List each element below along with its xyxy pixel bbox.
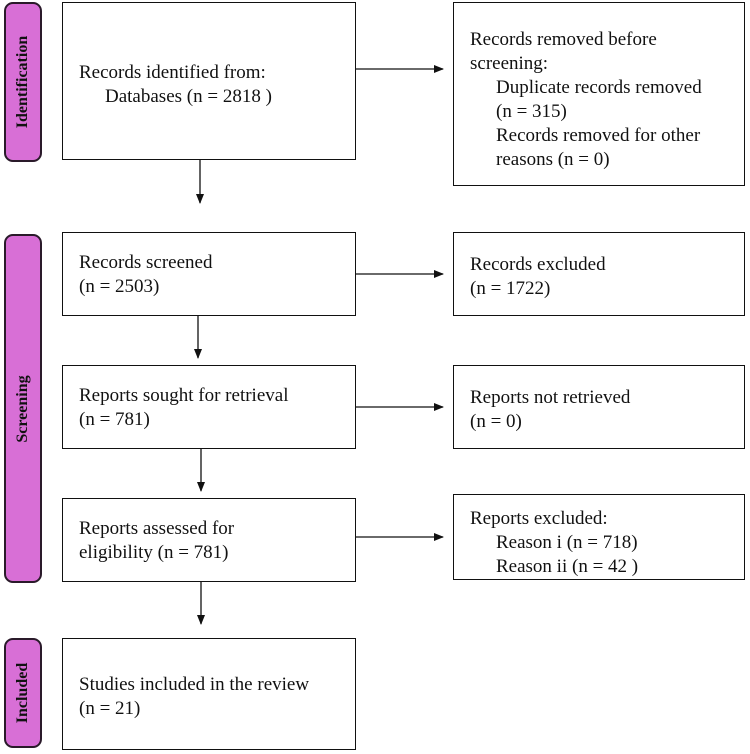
stage-screening: Screening	[4, 234, 42, 583]
records-screened-line2: (n = 2503)	[79, 276, 160, 297]
records-identified-line1: Records identified from:	[79, 62, 266, 83]
reports-not-retrieved-box: Reports not retrieved (n = 0)	[453, 365, 745, 449]
stage-included: Included	[4, 638, 42, 748]
reports-sought-box: Reports sought for retrieval (n = 781)	[62, 365, 356, 449]
reports-not-retrieved-line2: (n = 0)	[470, 411, 522, 432]
records-excluded-line1: Records excluded	[470, 254, 606, 275]
reports-excluded-line2: Reason i (n = 718)	[496, 532, 638, 553]
reports-assessed-line2: eligibility (n = 781)	[79, 542, 229, 563]
records-removed-line4: (n = 315)	[496, 101, 567, 122]
studies-included-line2: (n = 21)	[79, 698, 141, 719]
records-identified-line2: Databases (n = 2818 )	[105, 86, 272, 107]
reports-excluded-line1: Reports excluded:	[470, 508, 608, 529]
records-screened-box: Records screened (n = 2503)	[62, 232, 356, 316]
reports-assessed-box: Reports assessed for eligibility (n = 78…	[62, 498, 356, 582]
records-removed-line1: Records removed before	[470, 29, 657, 50]
reports-excluded-box: Reports excluded: Reason i (n = 718) Rea…	[453, 494, 745, 580]
studies-included-line1: Studies included in the review	[79, 674, 310, 695]
records-removed-line2: screening:	[470, 53, 549, 74]
reports-sought-line2: (n = 781)	[79, 409, 150, 430]
records-removed-line3: Duplicate records removed	[496, 77, 702, 98]
records-excluded-line2: (n = 1722)	[470, 278, 551, 299]
records-removed-box: Records removed before screening: Duplic…	[453, 2, 745, 186]
reports-not-retrieved-line1: Reports not retrieved	[470, 387, 631, 408]
reports-excluded-line3: Reason ii (n = 42 )	[496, 556, 639, 577]
studies-included-box: Studies included in the review (n = 21)	[62, 638, 356, 750]
reports-sought-line1: Reports sought for retrieval	[79, 385, 289, 406]
records-removed-line5: Records removed for other	[496, 125, 701, 146]
records-excluded-box: Records excluded (n = 1722)	[453, 232, 745, 316]
records-screened-line1: Records screened	[79, 252, 213, 273]
stage-identification: Identification	[4, 2, 42, 162]
records-identified-box: Records identified from: Databases (n = …	[62, 2, 356, 160]
records-removed-line6: reasons (n = 0)	[496, 149, 610, 170]
reports-assessed-line1: Reports assessed for	[79, 518, 235, 539]
